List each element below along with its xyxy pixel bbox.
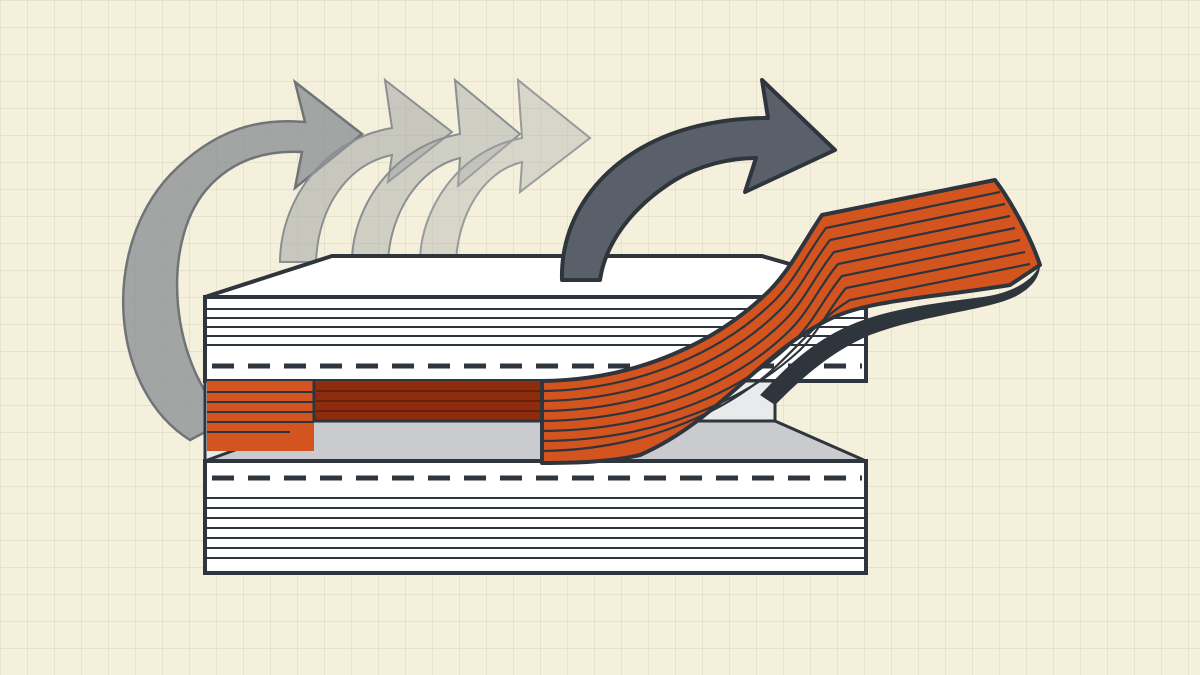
- peeling-layer-stripes: [541, 178, 1031, 453]
- removed-layer-lines: [316, 390, 542, 412]
- peeling-layer-underside: [760, 265, 1040, 405]
- left-orange-lines: [207, 391, 314, 433]
- motion-trail-arrow-icon: [350, 77, 522, 263]
- curved-arrow-icon: [559, 78, 837, 282]
- motion-trail-arrow-icon: [278, 77, 454, 263]
- motion-trail-arrow-icon: [418, 77, 592, 263]
- peeling-layer: [540, 178, 1042, 465]
- motion-trail-arrows: [122, 77, 592, 442]
- lower-page-lines: [207, 497, 864, 559]
- motion-trail-arrow-icon: [122, 78, 365, 442]
- peeling-layer-body: [540, 178, 1042, 465]
